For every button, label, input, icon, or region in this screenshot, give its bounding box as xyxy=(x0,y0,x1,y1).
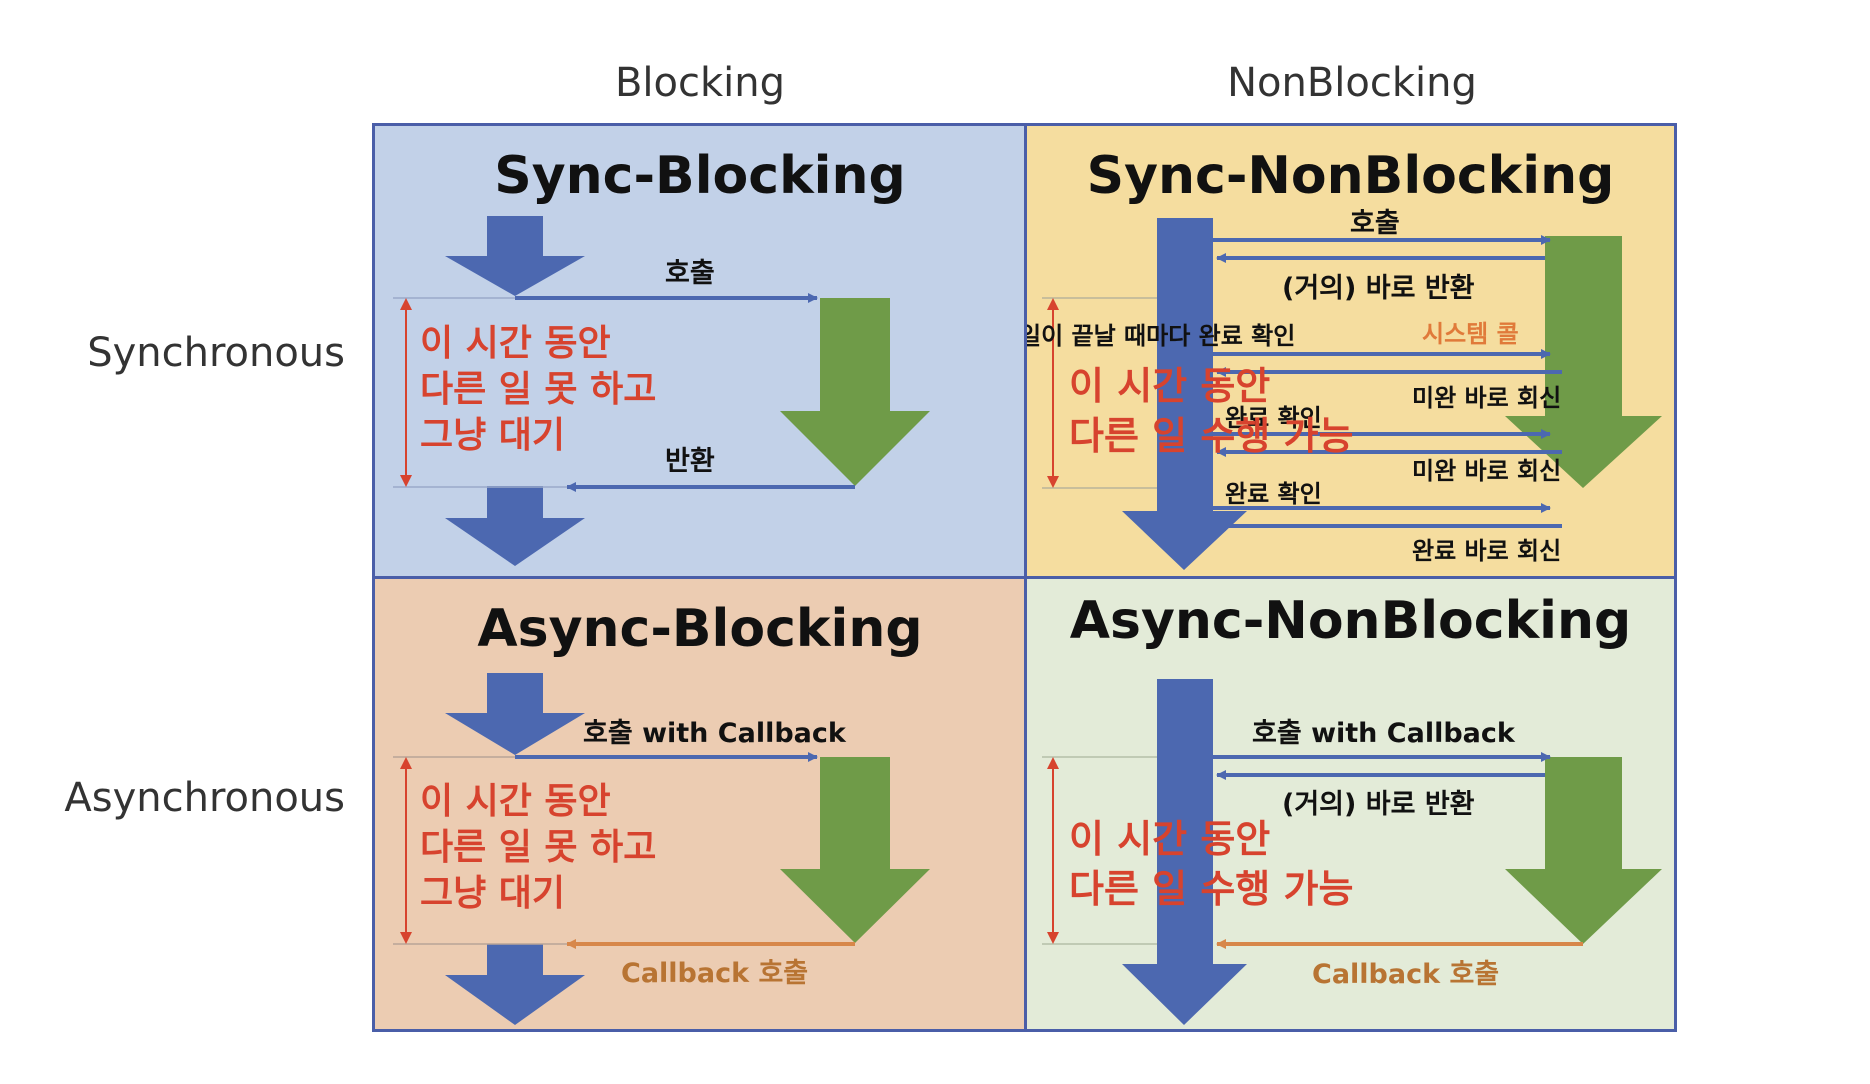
row-header-synchronous: Synchronous xyxy=(87,330,345,376)
check-each-time-label: 일이 끝날 때마다 완료 확인 xyxy=(1024,322,1296,350)
wait-text: 이 시간 동안 다른 일 못 하고 그냥 대기 xyxy=(420,323,657,456)
system-call-label: 시스템 콜 xyxy=(1422,320,1519,348)
wait-text: 이 시간 동안 다른 일 못 하고 그냥 대기 xyxy=(420,781,657,914)
caller-arrow-top xyxy=(445,216,585,296)
call-label: 호출 xyxy=(665,258,715,289)
quadrant-sync-blocking: Sync-Blocking 호출 반환 이 시간 동안 다른 일 못 하고 그냥… xyxy=(372,123,1028,579)
quadrant-sync-nonblocking: Sync-NonBlocking 호출 (거의) 바로 반환 일이 끝날 때마다… xyxy=(1024,123,1677,579)
caller-arrow-bottom xyxy=(445,944,585,1025)
row-header-asynchronous: Asynchronous xyxy=(64,775,345,821)
column-header-nonblocking: NonBlocking xyxy=(1227,60,1477,106)
check-label-1: 완료 확인 xyxy=(1225,404,1322,432)
call-with-callback-label: 호출 with Callback xyxy=(583,718,846,749)
sync-blocking-arrows xyxy=(393,216,930,566)
async-blocking-title: Async-Blocking xyxy=(477,599,923,659)
caller-arrow-bottom xyxy=(445,486,585,566)
callee-arrow xyxy=(780,757,930,943)
callee-arrow xyxy=(1505,236,1662,488)
column-header-blocking: Blocking xyxy=(614,60,786,106)
callback-label: Callback 호출 xyxy=(1312,959,1500,990)
check-label-2: 완료 확인 xyxy=(1225,480,1322,508)
caller-arrow-top xyxy=(445,673,585,755)
call-label: 호출 xyxy=(1350,208,1400,239)
incomplete-reply-label-1: 미완 바로 회신 xyxy=(1412,384,1562,412)
sync-nonblocking-arrows xyxy=(1042,218,1662,570)
callee-arrow xyxy=(780,298,930,486)
call-with-callback-label: 호출 with Callback xyxy=(1252,718,1515,749)
quadrant-async-blocking: Async-Blocking 호출 with Callback Callback… xyxy=(372,576,1028,1032)
immediate-return-label: (거의) 바로 반환 xyxy=(1282,273,1475,304)
immediate-return-label: (거의) 바로 반환 xyxy=(1282,789,1475,820)
callee-arrow xyxy=(1505,757,1662,944)
async-nonblocking-arrows xyxy=(1042,679,1662,1025)
caller-arrow xyxy=(1122,218,1247,570)
free-text: 이 시간 동안 다른 일 수행 가능 xyxy=(1069,817,1354,911)
quadrant-async-nonblocking: Async-NonBlocking 호출 with Callback (거의) … xyxy=(1024,576,1677,1032)
incomplete-reply-label-2: 미완 바로 회신 xyxy=(1412,457,1562,485)
async-blocking-arrows xyxy=(393,673,930,1025)
async-nonblocking-title: Async-NonBlocking xyxy=(1069,591,1632,651)
complete-reply-label: 완료 바로 회신 xyxy=(1412,537,1562,565)
caller-arrow xyxy=(1122,679,1247,1025)
return-label: 반환 xyxy=(665,446,715,477)
sync-blocking-title: Sync-Blocking xyxy=(494,146,906,206)
free-text: 이 시간 동안 다른 일 수행 가능 xyxy=(1069,364,1354,458)
callback-label: Callback 호출 xyxy=(621,958,809,989)
sync-nonblocking-title: Sync-NonBlocking xyxy=(1086,146,1615,206)
